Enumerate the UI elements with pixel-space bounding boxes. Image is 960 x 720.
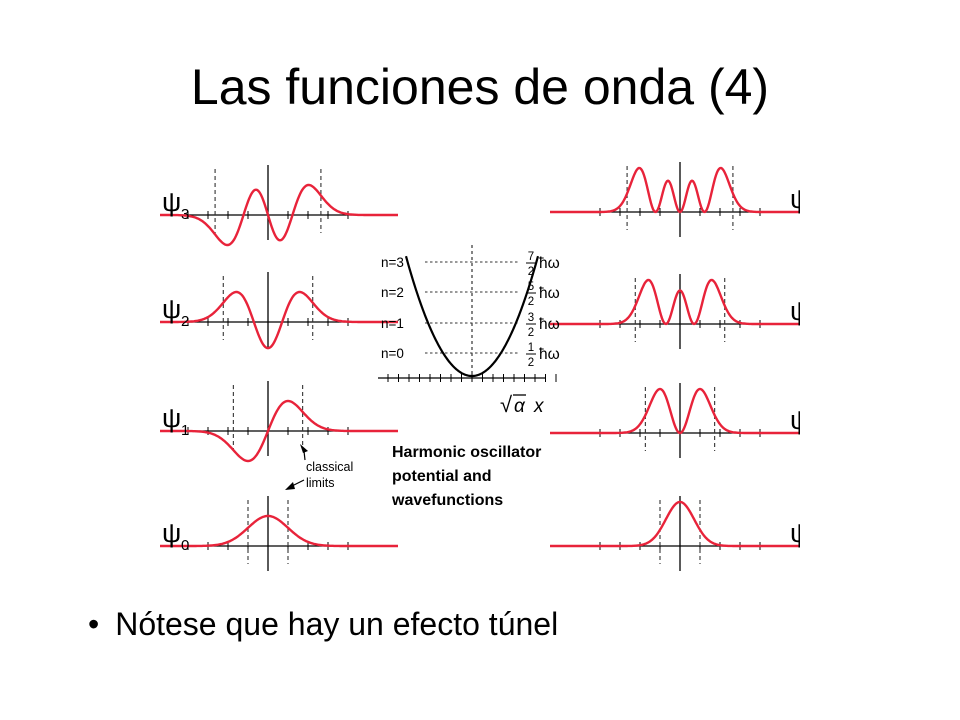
fraction-denominator: 2 — [528, 266, 534, 278]
slide-title: Las funciones de onda (4) — [190, 59, 770, 115]
x-axis-label: x — [533, 396, 545, 417]
potential-x-axis — [378, 374, 557, 382]
hbar-omega: ħω — [539, 316, 560, 333]
psi-subscript: 0 — [181, 537, 189, 554]
bullet-dot: • — [88, 606, 100, 642]
psi-label: ψ — [790, 518, 800, 548]
potential-panel: n=3 7 2 ħω n=2 5 2 ħω n=1 3 2 ħω n=0 1 2 ħω √ α x Harmo… — [378, 245, 560, 509]
caption-line-2: potential and — [392, 468, 492, 485]
caption-line-1: Harmonic oscillator — [392, 444, 541, 461]
psi-label: ψ — [790, 184, 800, 214]
energy-level-label: n=1 — [381, 316, 404, 331]
probability-curve — [550, 166, 800, 214]
psi-subscript: 3 — [181, 206, 189, 223]
probability-curve — [550, 278, 800, 326]
psi-label: ψ — [790, 405, 800, 435]
psi-label: ψ — [790, 296, 800, 326]
classical-limits-annotation: classical limits — [285, 444, 353, 490]
fraction-numerator: 5 — [528, 281, 534, 293]
panel-psi-squared-n1: ψ12 — [550, 383, 800, 458]
panel-psi-squared-n2: ψ22 — [550, 274, 800, 349]
psi-label: ψ — [162, 403, 181, 433]
psi-subscript: 2 — [181, 313, 189, 330]
wavefunction-curve — [160, 399, 398, 463]
panel-psi-squared-n0: ψ02 — [550, 496, 800, 571]
psi-label: ψ — [162, 518, 181, 548]
caption-line-3: wavefunctions — [391, 492, 503, 509]
fraction-numerator: 7 — [528, 251, 534, 263]
wavefunction-curve — [160, 514, 398, 548]
fraction-denominator: 2 — [528, 327, 534, 339]
wavefunction-curve — [160, 183, 398, 247]
classical-label-line-2: limits — [306, 476, 334, 490]
energy-level-label: n=0 — [381, 346, 404, 361]
hbar-omega: ħω — [539, 255, 560, 272]
energy-level-label: n=3 — [381, 255, 404, 270]
psi-label: ψ — [162, 294, 181, 324]
fraction-numerator: 1 — [528, 342, 534, 354]
panel-psi-squared-n3: ψ32 — [550, 162, 800, 237]
bullet-item: • Nótese que hay un efecto túnel — [88, 606, 558, 643]
fraction-denominator: 2 — [528, 296, 534, 308]
bullet-text: Nótese que hay un efecto túnel — [115, 606, 559, 642]
energy-level-label: n=2 — [381, 285, 404, 300]
hbar-omega: ħω — [539, 346, 560, 363]
probability-curve — [550, 387, 800, 435]
arrow-lower-head — [285, 482, 295, 490]
classical-label-line-1: classical — [306, 460, 353, 474]
potential-parabola — [404, 255, 540, 378]
alpha-symbol: α — [514, 396, 526, 417]
arrow-upper-head — [300, 444, 308, 453]
probability-curve — [550, 500, 800, 548]
psi-label: ψ — [162, 187, 181, 217]
wavefunction-curve — [160, 290, 398, 350]
probability-density-panels: ψ32 ψ22 ψ12 ψ02 — [550, 162, 800, 571]
arrow-lower — [291, 479, 305, 487]
psi-subscript: 1 — [181, 422, 189, 439]
sqrt-symbol: √ — [500, 392, 513, 417]
fraction-numerator: 3 — [528, 312, 534, 324]
hbar-omega: ħω — [539, 285, 560, 302]
energy-levels: n=3 7 2 ħω n=2 5 2 ħω n=1 3 2 ħω n=0 1 2 ħω — [381, 251, 560, 369]
fraction-denominator: 2 — [528, 357, 534, 369]
